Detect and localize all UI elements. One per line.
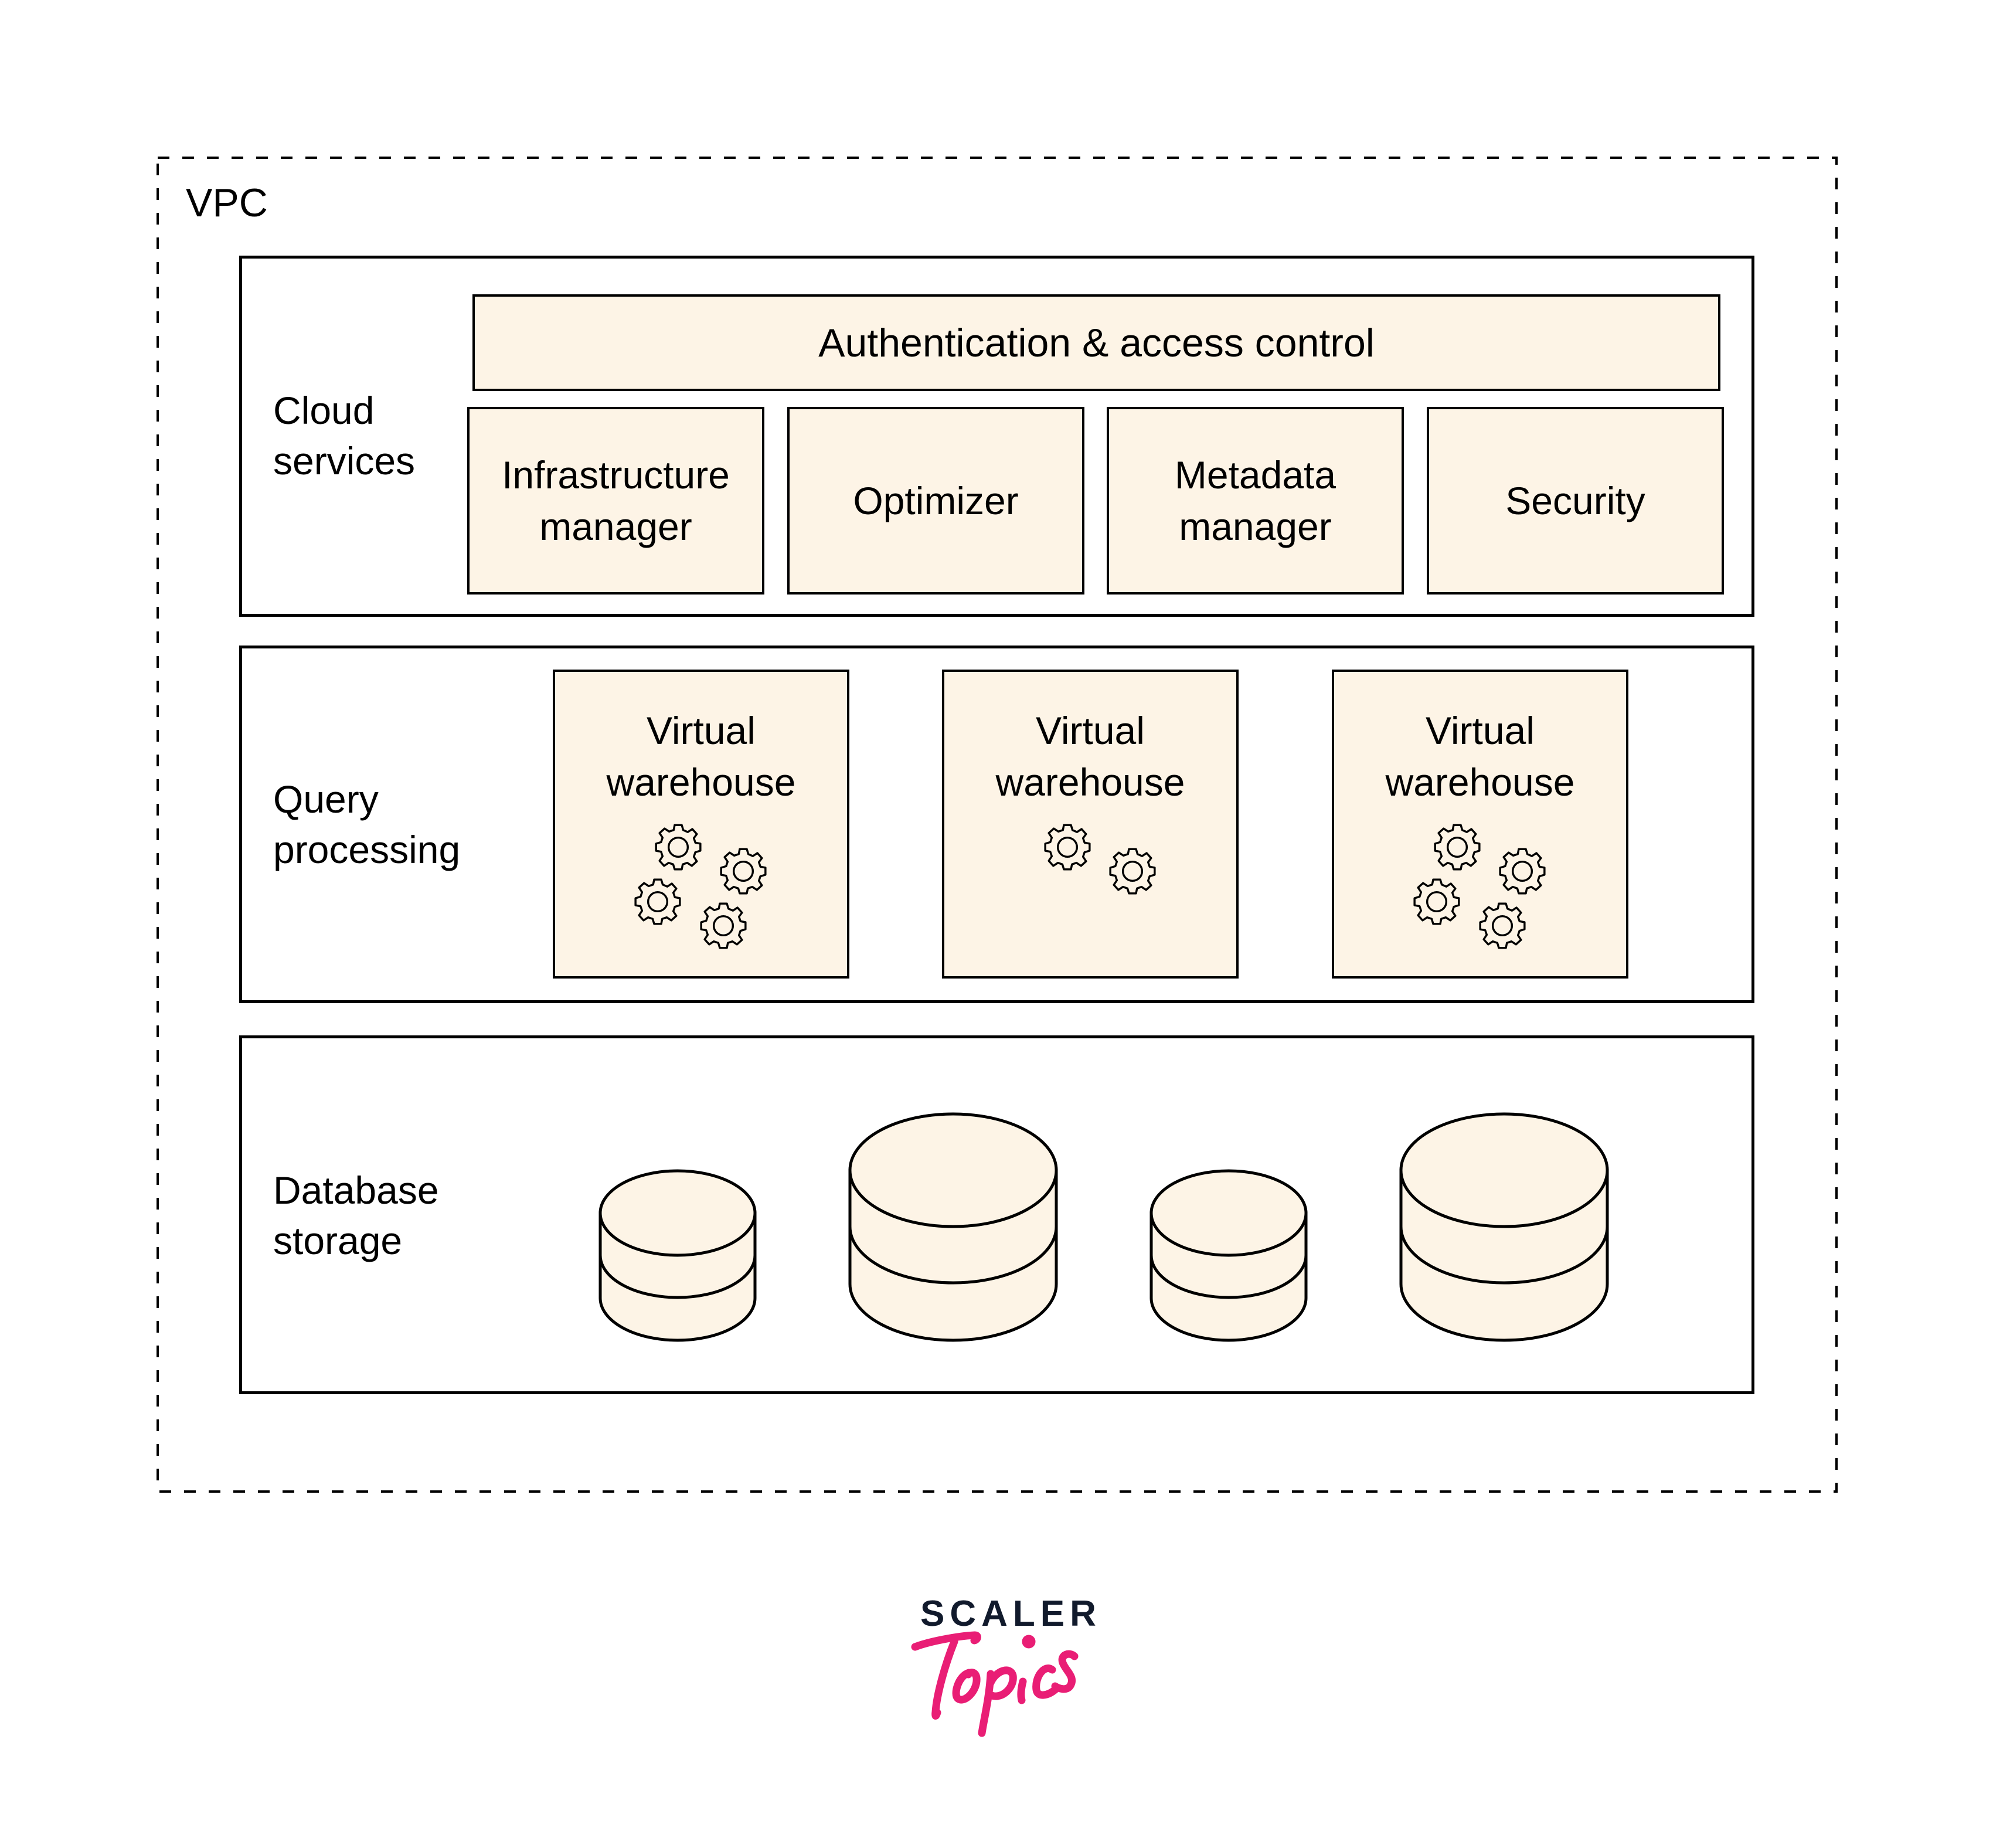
logo-scaler: SCALER <box>920 1594 1101 1634</box>
auth-access-control-label: Authentication & access control <box>818 320 1375 365</box>
virtual-warehouse-1: Virtual warehouse <box>553 670 849 979</box>
security-box: Security <box>1427 407 1724 595</box>
component-label-line1: Metadata <box>1174 453 1336 497</box>
query-processing-label-line1: Query <box>273 777 379 821</box>
database-storage-label: Database storage <box>273 1165 439 1266</box>
cloud-services-label: Cloud services <box>273 385 415 486</box>
warehouse-label-line2: warehouse <box>1385 760 1575 804</box>
warehouse-label-line2: warehouse <box>995 760 1185 804</box>
vpc-label: VPC <box>186 181 268 225</box>
component-label-line2: manager <box>539 505 692 548</box>
database-storage-layer <box>239 1035 1754 1394</box>
database-storage-label-line1: Database <box>273 1168 439 1212</box>
component-label-line1: Optimizer <box>853 479 1019 522</box>
vpc-boundary <box>157 157 1838 1493</box>
query-processing-label: Query processing <box>273 774 460 875</box>
infrastructure-manager-box: Infrastructure manager <box>467 407 764 595</box>
warehouse-label-line1: Virtual <box>1036 709 1145 752</box>
virtual-warehouse-3: Virtual warehouse <box>1332 670 1628 979</box>
warehouse-label-line1: Virtual <box>1426 709 1535 752</box>
warehouse-label-line1: Virtual <box>647 709 756 752</box>
optimizer-box: Optimizer <box>787 407 1084 595</box>
component-label-line2: manager <box>1179 505 1332 548</box>
vpc-dashed-border <box>157 157 1838 1493</box>
cloud-services-label-line1: Cloud <box>273 389 375 432</box>
component-label-line1: Infrastructure <box>502 453 730 497</box>
virtual-warehouse-2: Virtual warehouse <box>942 670 1239 979</box>
metadata-manager-box: Metadata manager <box>1107 407 1404 595</box>
component-label-line1: Security <box>1505 479 1645 522</box>
database-storage-label-line2: storage <box>273 1219 403 1262</box>
warehouse-label-line2: warehouse <box>606 760 796 804</box>
cloud-services-label-line2: services <box>273 439 416 483</box>
logo-topics-script <box>911 1631 1079 1737</box>
auth-access-control-box: Authentication & access control <box>472 294 1720 391</box>
query-processing-label-line2: processing <box>273 828 461 871</box>
